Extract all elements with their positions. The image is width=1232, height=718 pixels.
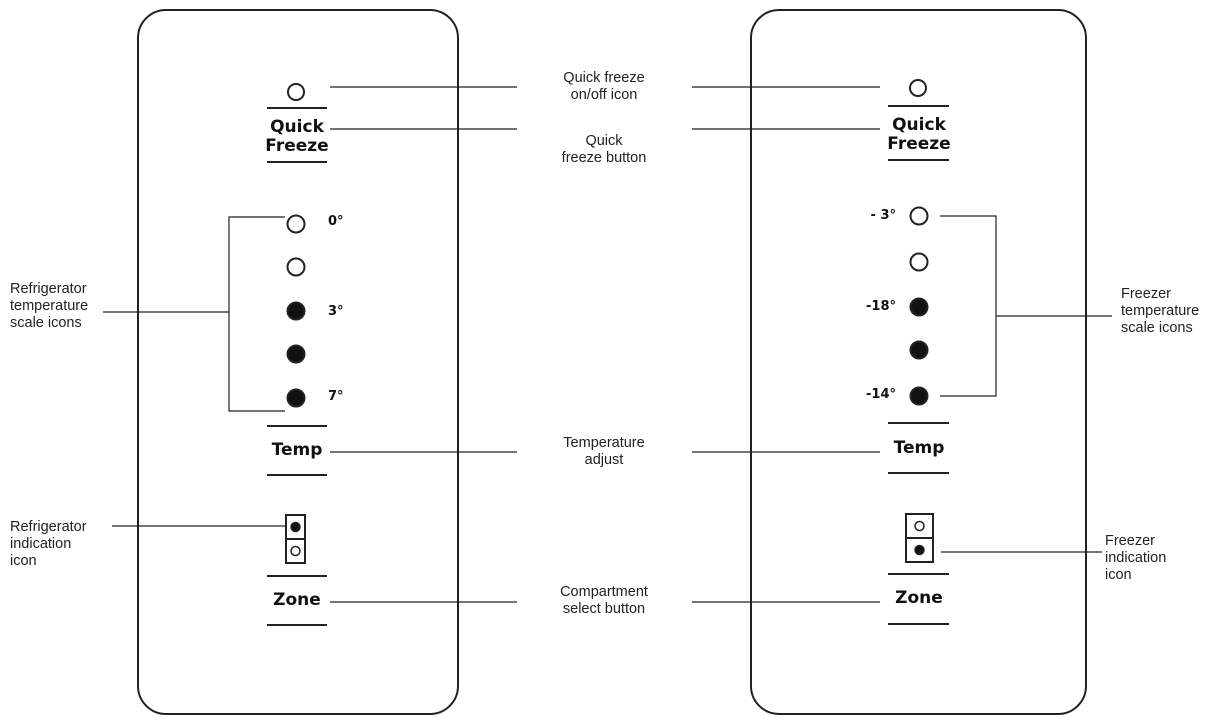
scale-label: 7° — [328, 389, 344, 404]
refrigerator-zone-button[interactable]: Zone — [273, 590, 321, 610]
scale-indicator-icon — [909, 252, 929, 272]
freezer-temperature-scale — [909, 206, 929, 406]
callout-quick-freeze-button: Quick freeze button — [561, 133, 647, 166]
scale-indicator-icon — [909, 340, 929, 360]
refrigerator-temperature-scale — [286, 214, 306, 408]
scale-label: 3° — [328, 304, 344, 319]
freezer-zone-button[interactable]: Zone — [895, 588, 943, 608]
scale-indicator-icon — [286, 388, 306, 408]
scale-label: -18° — [866, 299, 896, 314]
callout-freezer-scale: Freezer temperature scale icons — [1121, 286, 1200, 336]
quick-freeze-icon — [287, 83, 305, 101]
scale-label: - 3° — [870, 208, 896, 223]
callout-temperature-adjust: Temperature adjust — [563, 435, 645, 468]
bracket-line — [940, 215, 997, 397]
refrigerator-indication-icon — [285, 514, 306, 564]
callout-refrigerator-scale: Refrigerator temperature scale icons — [10, 281, 89, 331]
scale-indicator-icon — [286, 214, 306, 234]
scale-label: 0° — [328, 214, 344, 229]
scale-indicator-icon — [909, 297, 929, 317]
quick-freeze-icon — [909, 79, 927, 97]
callout-quick-freeze-icon: Quick freeze on/off icon — [563, 70, 645, 103]
freezer-panel — [750, 9, 1087, 715]
scale-indicator-icon — [909, 206, 929, 226]
refrigerator-quick-freeze-button[interactable]: Quick Freeze — [265, 117, 329, 156]
callout-freezer-indication: Freezer indication icon — [1105, 533, 1167, 583]
scale-indicator-icon — [286, 344, 306, 364]
scale-indicator-icon — [286, 301, 306, 321]
callout-compartment-select: Compartment select button — [560, 584, 648, 617]
callout-refrigerator-indication: Refrigerator indication icon — [10, 519, 87, 569]
scale-indicator-icon — [909, 386, 929, 406]
freezer-temp-button[interactable]: Temp — [893, 438, 945, 458]
freezer-indication-icon — [905, 513, 934, 563]
scale-label: -14° — [866, 387, 896, 402]
refrigerator-panel — [137, 9, 459, 715]
refrigerator-temp-button[interactable]: Temp — [271, 440, 323, 460]
bracket-line — [228, 216, 285, 412]
freezer-quick-freeze-button[interactable]: Quick Freeze — [887, 115, 951, 154]
scale-indicator-icon — [286, 257, 306, 277]
